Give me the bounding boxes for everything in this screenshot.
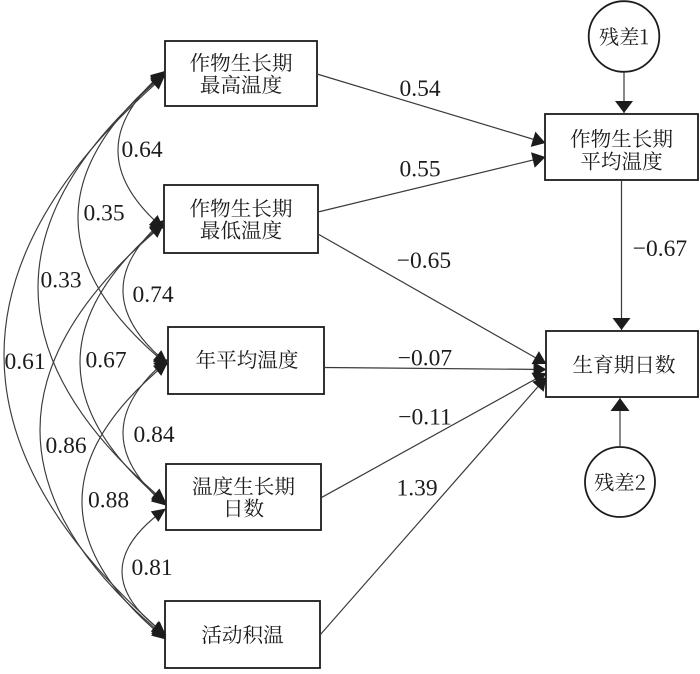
svg-text:−0.67: −0.67 [633, 236, 688, 262]
svg-text:0.88: 0.88 [88, 488, 129, 514]
svg-text:0.33: 0.33 [40, 268, 81, 294]
svg-text:0.61: 0.61 [4, 349, 45, 375]
svg-text:0.55: 0.55 [399, 157, 440, 183]
svg-text:0.81: 0.81 [131, 555, 172, 581]
svg-text:0.54: 0.54 [399, 76, 440, 102]
svg-text:−0.11: −0.11 [398, 405, 452, 431]
svg-text:0.35: 0.35 [83, 201, 124, 227]
svg-text:−0.07: −0.07 [398, 346, 453, 372]
svg-text:1.39: 1.39 [396, 476, 437, 502]
svg-text:0.64: 0.64 [121, 137, 162, 163]
svg-text:0.74: 0.74 [132, 282, 173, 308]
svg-text:−0.65: −0.65 [397, 248, 451, 274]
svg-text:0.86: 0.86 [45, 433, 86, 459]
svg-text:0.67: 0.67 [85, 348, 126, 374]
svg-text:0.84: 0.84 [133, 422, 174, 448]
